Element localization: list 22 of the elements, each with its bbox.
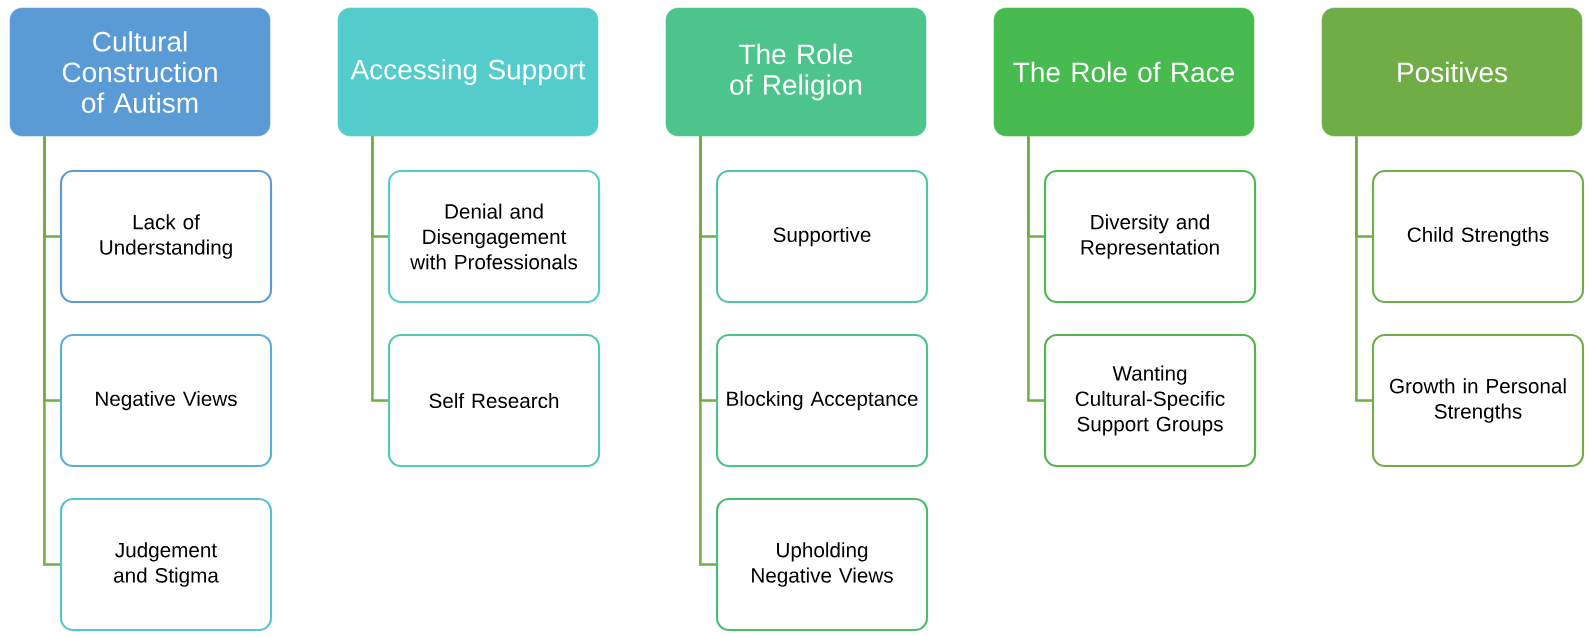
connector-line [699, 136, 716, 566]
topic-box: Lack of Understanding [59, 169, 273, 304]
connector-line [1027, 136, 1044, 402]
connector-line [1355, 136, 1372, 402]
topic-box: Supportive [715, 169, 929, 304]
topic-box: Wanting Cultural-Specific Support Groups [1043, 333, 1257, 468]
category-box: Accessing Support [337, 7, 599, 137]
category-box: The Role of Religion [665, 7, 927, 137]
topic-box: Diversity and Representation [1043, 169, 1257, 304]
topic-box: Growth in Personal Strengths [1371, 333, 1585, 468]
category-box: Cultural Construction of Autism [9, 7, 271, 137]
category-box: The Role of Race [993, 7, 1255, 137]
topic-box: Denial and Disengagement with Professionals [387, 169, 601, 304]
topic-box: Negative Views [59, 333, 273, 468]
connector-line [371, 136, 388, 402]
connector-line [43, 136, 60, 566]
topic-box: Upholding Negative Views [715, 497, 929, 632]
topic-box: Child Strengths [1371, 169, 1585, 304]
topic-box: Self Research [387, 333, 601, 468]
topic-box: Blocking Acceptance [715, 333, 929, 468]
category-box: Positives [1321, 7, 1583, 137]
topic-box: Judgement and Stigma [59, 497, 273, 632]
